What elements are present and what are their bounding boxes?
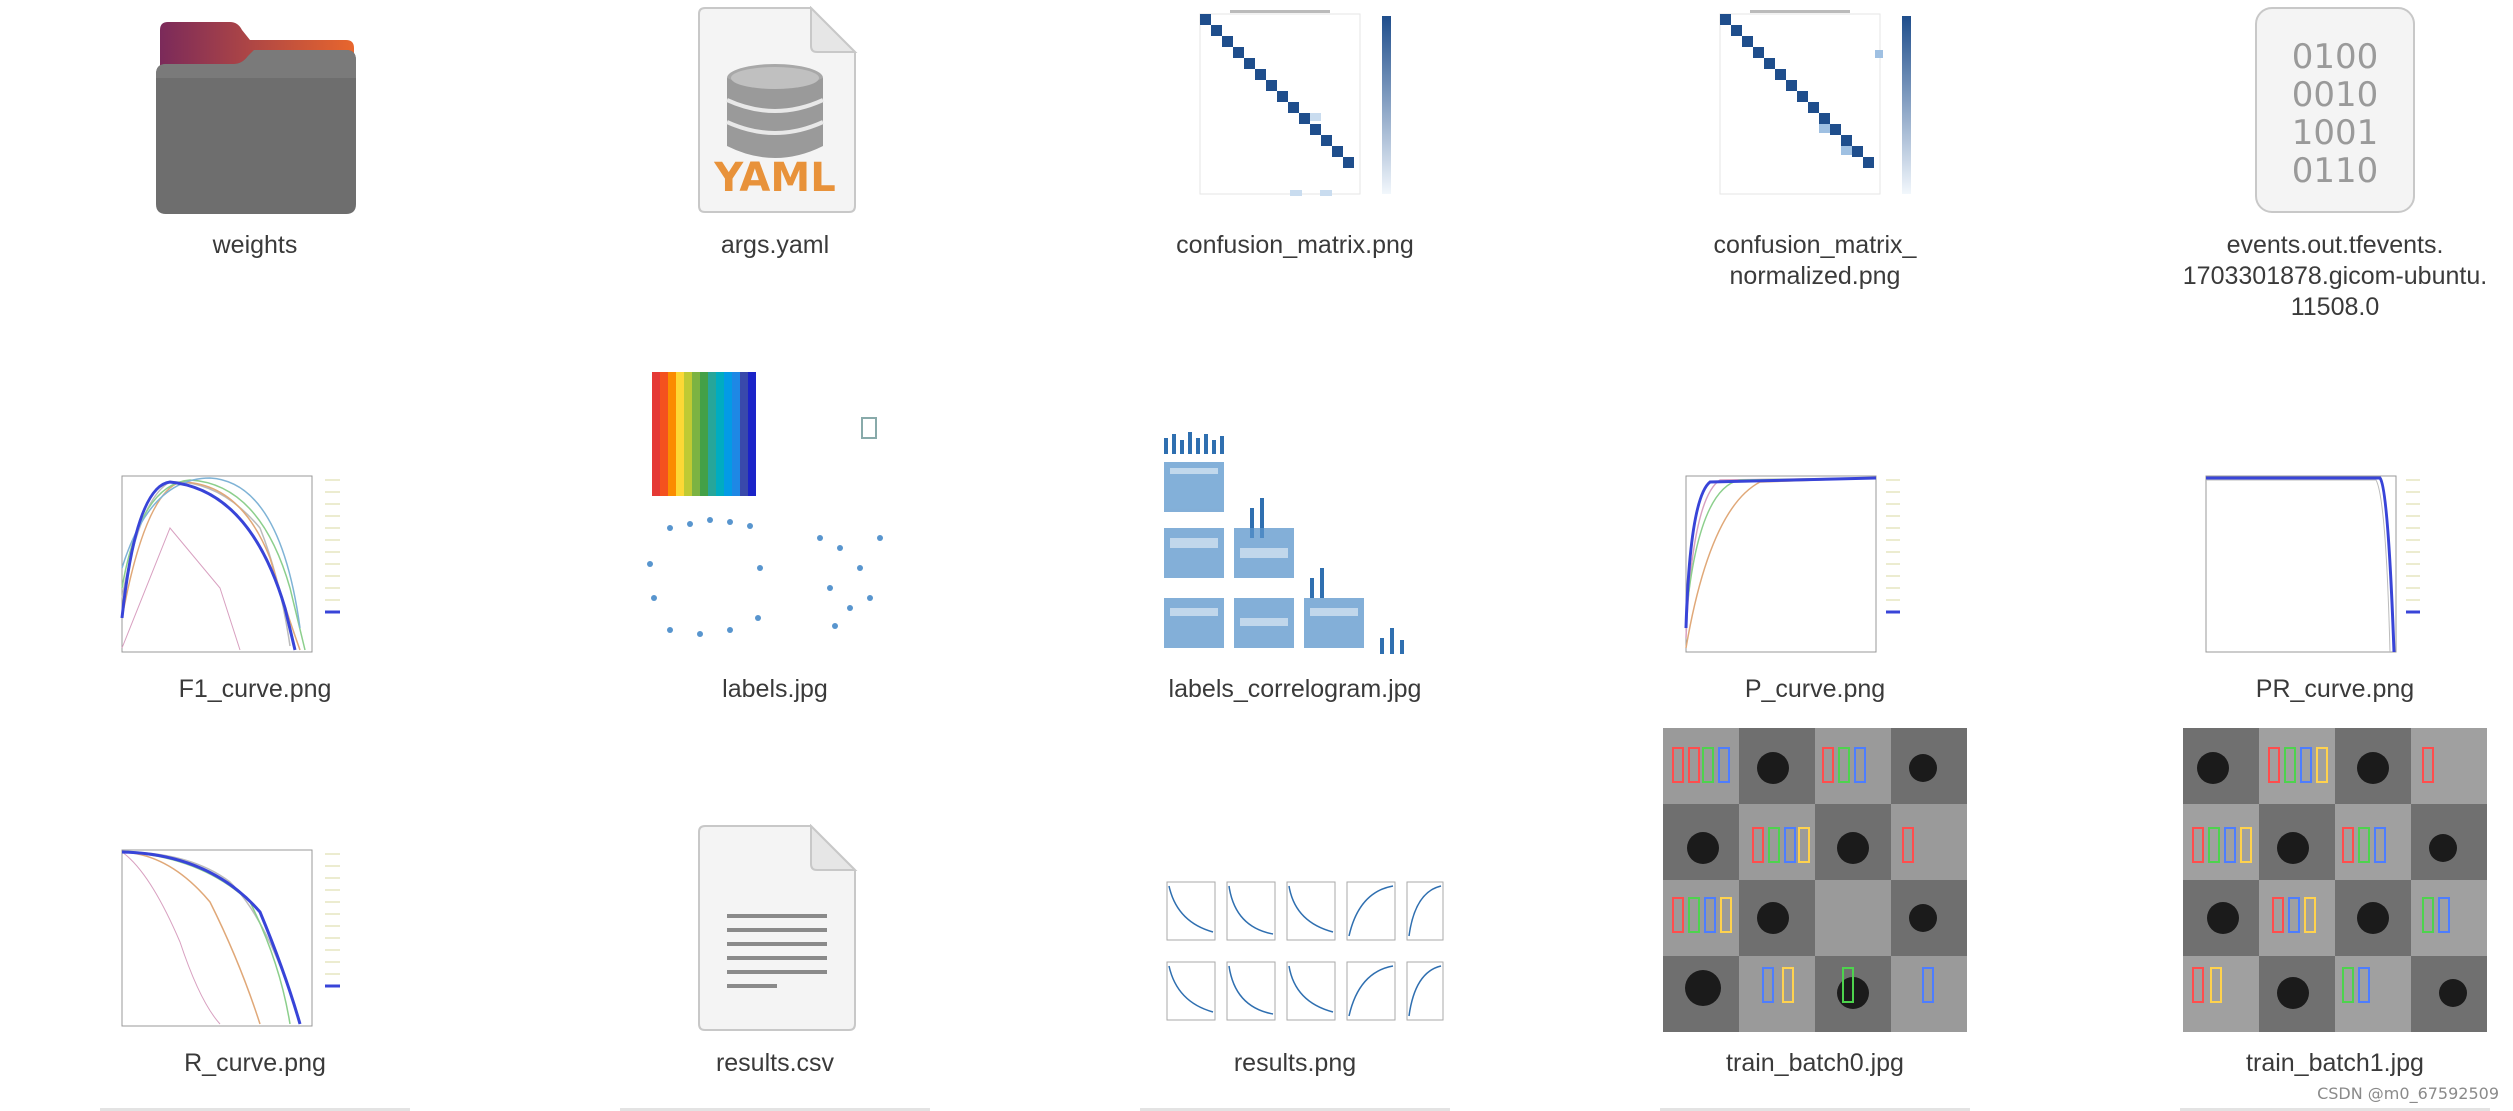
results-thumbnail bbox=[1065, 738, 1525, 1032]
confusion-matrix-normalized-thumbnail bbox=[1585, 10, 2045, 214]
pr-curve-thumbnail bbox=[2105, 368, 2513, 658]
file-item-args-yaml[interactable]: YAML args.yaml bbox=[545, 6, 1005, 261]
svg-text:1001: 1001 bbox=[2292, 113, 2379, 153]
file-name: labels_correlogram.jpg bbox=[1168, 675, 1422, 703]
yaml-badge: YAML bbox=[713, 155, 835, 201]
file-name: results.csv bbox=[715, 1049, 835, 1077]
file-item-labels-correlogram[interactable]: labels_correlogram.jpg bbox=[1065, 368, 1525, 705]
watermark: CSDN @m0_67592509 bbox=[2317, 1084, 2499, 1103]
file-name: events.out.tfevents. 1703301878.gicom-ub… bbox=[2182, 231, 2488, 321]
file-name: train_batch0.jpg bbox=[1726, 1049, 1904, 1077]
svg-text:0010: 0010 bbox=[2292, 75, 2379, 115]
file-name: labels.jpg bbox=[722, 675, 828, 703]
next-row-edge bbox=[0, 1108, 2513, 1111]
file-item-weights[interactable]: weights bbox=[25, 18, 485, 261]
file-name: train_batch1.jpg bbox=[2246, 1049, 2424, 1077]
file-name: PR_curve.png bbox=[2255, 675, 2415, 703]
file-name: weights bbox=[212, 231, 298, 259]
file-item-r-curve[interactable]: R_curve.png bbox=[25, 738, 485, 1079]
f1-curve-thumbnail bbox=[25, 368, 485, 658]
text-file-icon bbox=[545, 738, 1005, 1032]
file-name: confusion_matrix.png bbox=[1176, 231, 1414, 259]
r-curve-thumbnail bbox=[25, 738, 485, 1032]
file-name: R_curve.png bbox=[184, 1049, 326, 1077]
file-item-f1-curve[interactable]: F1_curve.png bbox=[25, 368, 485, 705]
p-curve-thumbnail bbox=[1585, 368, 2045, 658]
file-item-pr-curve[interactable]: PR_curve.png bbox=[2105, 368, 2513, 705]
svg-text:0110: 0110 bbox=[2292, 151, 2379, 191]
file-item-results-png[interactable]: results.png bbox=[1065, 738, 1525, 1079]
folder-icon bbox=[25, 18, 485, 214]
file-item-train-batch0[interactable]: train_batch0.jpg bbox=[1585, 728, 2045, 1079]
file-item-results-csv[interactable]: results.csv bbox=[545, 738, 1005, 1079]
file-item-tfevents[interactable]: 0100 0010 1001 0110 events.out.tfevents.… bbox=[2105, 7, 2513, 323]
train-batch0-thumbnail bbox=[1585, 728, 2045, 1032]
labels-thumbnail bbox=[545, 368, 1005, 658]
file-name: F1_curve.png bbox=[178, 675, 332, 703]
yaml-file-icon: YAML bbox=[545, 6, 1005, 214]
binary-file-icon: 0100 0010 1001 0110 bbox=[2105, 7, 2513, 214]
file-name: P_curve.png bbox=[1744, 675, 1886, 703]
file-item-p-curve[interactable]: P_curve.png bbox=[1585, 368, 2045, 705]
file-name: args.yaml bbox=[720, 231, 830, 259]
file-item-train-batch1[interactable]: train_batch1.jpg bbox=[2105, 728, 2513, 1079]
file-item-confusion-matrix[interactable]: confusion_matrix.png bbox=[1065, 10, 1525, 261]
confusion-matrix-thumbnail bbox=[1065, 10, 1525, 214]
train-batch1-thumbnail bbox=[2105, 728, 2513, 1032]
svg-text:0100: 0100 bbox=[2292, 37, 2379, 77]
file-name: results.png bbox=[1233, 1049, 1357, 1077]
file-item-labels[interactable]: labels.jpg bbox=[545, 368, 1005, 705]
file-item-confusion-matrix-normalized[interactable]: confusion_matrix_ normalized.png bbox=[1585, 10, 2045, 292]
labels-correlogram-thumbnail bbox=[1065, 368, 1525, 658]
file-name: confusion_matrix_ normalized.png bbox=[1713, 231, 1917, 290]
